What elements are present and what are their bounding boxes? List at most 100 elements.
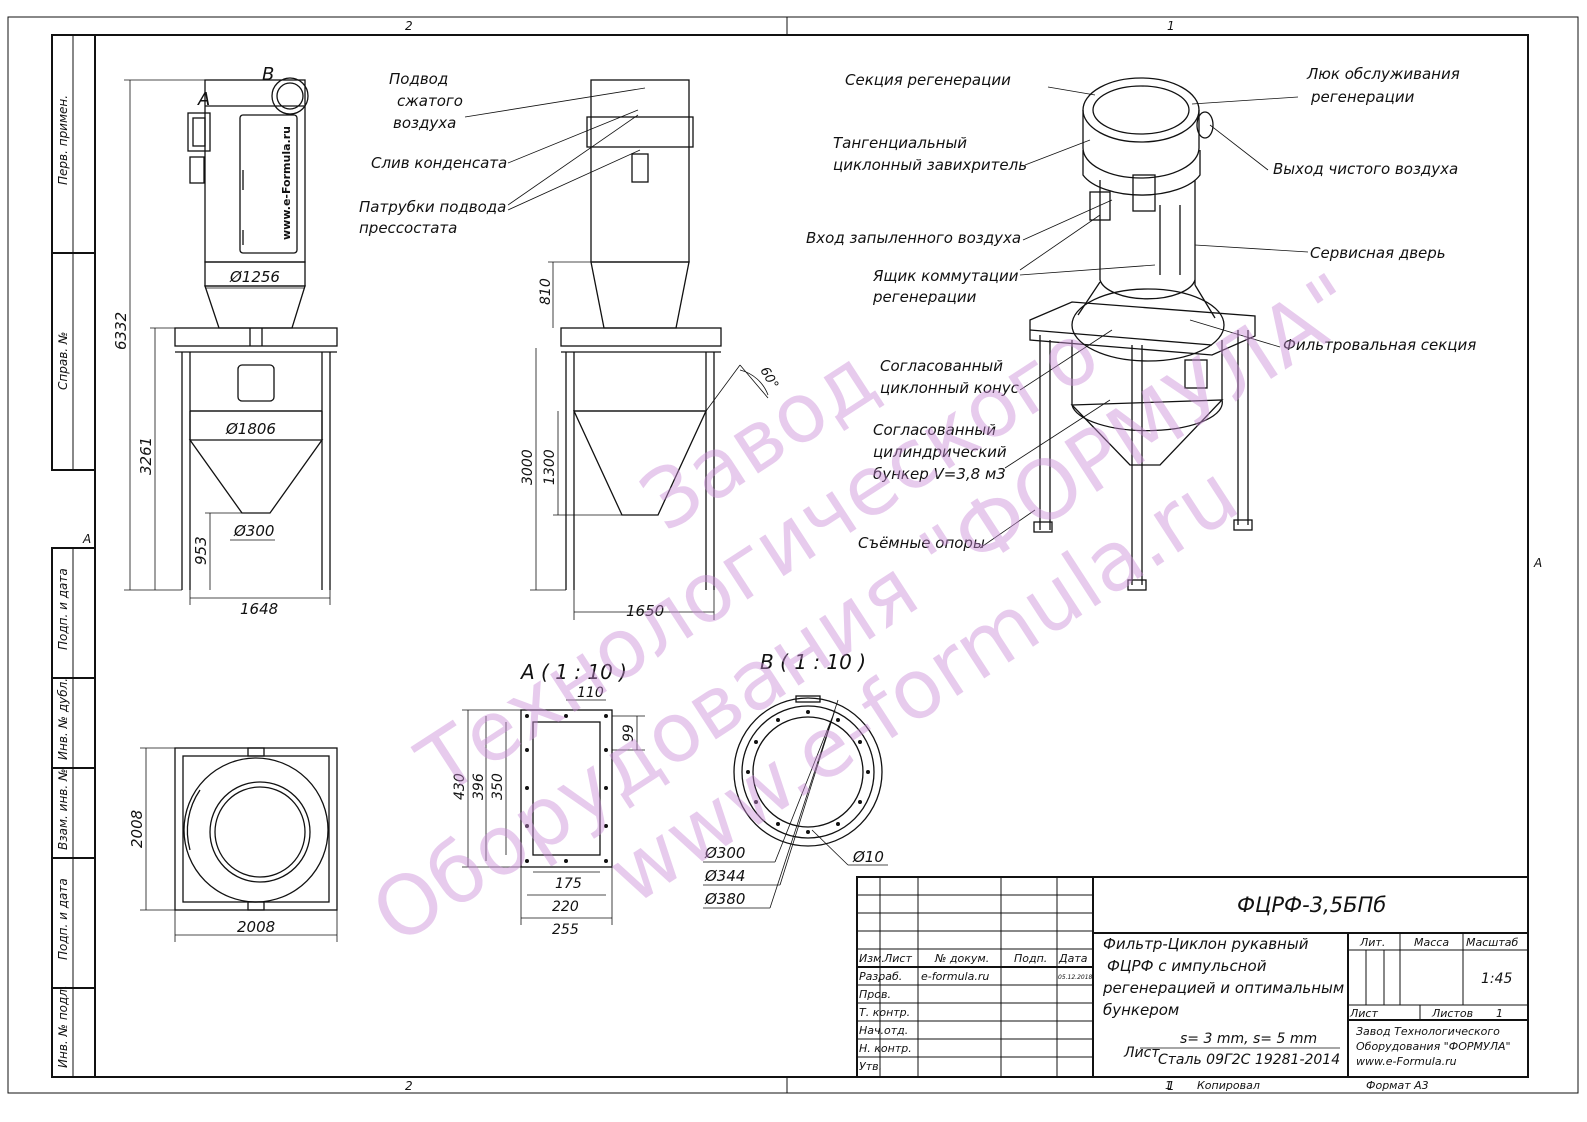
label-compressed-air-3: воздуха [393,114,456,132]
detail-b-300: Ø300 [704,844,745,862]
detail-a-255: 255 [552,922,579,938]
detail-a-430: 430 [452,773,468,800]
side-d-outlet: Ø300 [233,522,274,540]
label-compressed-air-1: Подвод [389,70,448,88]
tb-row-utv: Утв. [859,1060,882,1073]
label-supports: Съёмные опоры [858,534,985,552]
label-bunker-1: Согласованный [873,421,996,439]
side-d-hopper: Ø1806 [225,420,276,438]
isometric-view [1029,77,1256,591]
outer-frame [7,16,1579,1094]
stamp-podp-data-2: Подп. и дата [56,878,70,960]
stamp-podp-data-1: Подп. и дата [56,568,70,650]
side-view [174,77,338,590]
label-condensate: Слив конденсата [371,154,507,172]
tb-material-top: s= 3 mm, s= 5 mm [1180,1031,1317,1047]
tb-row-prov: Пров. [859,988,891,1001]
detail-a-110: 110 [577,685,604,701]
side-width: 1648 [240,600,278,618]
label-cone-1: Согласованный [880,357,1003,375]
tb-sheets-lbl: Листов [1431,1007,1473,1020]
tb-hdr-izm: Изм. [859,952,885,965]
label-dusty-air: Вход запыленного воздуха [806,229,1021,247]
label-cone-2: циклонный конус [880,379,1020,397]
zone-col-1-bottom: 1 [1167,1079,1175,1093]
detail-b-title: B ( 1 : 10 ) [760,650,866,674]
detail-a-99: 99 [621,724,637,742]
label-clean-air: Выход чистого воздуха [1273,160,1458,178]
detail-b-flange [733,695,883,847]
tb-hdr-sign: Подп. [1014,952,1047,965]
front-h-cone: 810 [538,278,554,305]
detail-a-flange [520,709,613,868]
detail-b-10: Ø10 [852,848,884,866]
detail-b-380: Ø380 [704,890,745,908]
side-mark-b: B [262,64,274,85]
tb-row-razrab: Разраб. [859,970,902,983]
tb-name-1: Фильтр-Циклон рукавный [1103,935,1309,953]
front-width: 1650 [626,602,664,620]
tb-company-3: www.e-Formula.ru [1356,1055,1457,1068]
tb-material-prefix: Лист [1123,1045,1160,1061]
tb-row-nkontr: Н. контр. [859,1042,912,1055]
zone-col-1-top: 1 [1167,19,1175,33]
side-d-top: Ø1256 [229,268,280,286]
detail-a-350: 350 [490,773,506,800]
side-h-total: 6332 [112,312,130,350]
detail-a-title: A ( 1 : 10 ) [519,660,627,684]
tb-hdr-date: Дата [1058,952,1088,965]
detail-a-holes [525,714,608,863]
tb-name-2: ФЦРФ с импульсной [1107,957,1267,975]
zone-row-a-right: A [1533,556,1542,570]
stamp-inv-dubl: Инв. № дубл. [56,678,70,760]
label-switch-box-2: регенерации [872,288,977,306]
detail-a-396: 396 [471,773,487,800]
tb-hdr-scale: Масштаб [1466,936,1518,949]
label-pressostat-2: прессостата [359,219,457,237]
stamp-vzam-inv: Взам. инв. № [56,769,70,850]
stamp-inv-podl: Инв. № подл. [56,985,70,1068]
tb-scale: 1:45 [1481,971,1513,987]
zone-col-2-bottom: 2 [405,1079,413,1093]
plan-view [174,747,338,911]
tb-hdr-mass: Масса [1414,936,1449,949]
zone-row-a-left: A [82,532,91,546]
label-filter-section: Фильтровальная секция [1283,336,1476,354]
tb-company-2: Оборудования "ФОРМУЛА" [1356,1040,1511,1053]
tb-razrab-name: e-formula.ru [921,970,989,983]
stamp-perv-primen: Перв. примен. [56,95,70,185]
label-bunker-3: бункер V=3,8 м3 [873,465,1006,483]
label-bunker-2: цилиндрический [873,443,1007,461]
tb-name-3: регенерацией и оптимальным [1102,979,1344,997]
tb-row-nachotd: Нач.отд. [859,1024,908,1037]
tb-row-tkontr: Т. контр. [859,1006,910,1019]
tb-format: Формат А3 [1366,1079,1429,1092]
detail-b-holes [746,710,870,834]
tb-copy-num: 1 [1165,1079,1172,1092]
stamp-sprav: Справ. № [56,332,70,390]
label-service-door: Сервисная дверь [1310,244,1446,262]
tb-hdr-lit: Лит. [1359,936,1385,949]
side-mark-a: A [197,89,210,110]
tb-designation: ФЦРФ-3,5БПб [1237,893,1386,917]
label-pressostat-1: Патрубки подвода [359,198,506,216]
side-h-support: 3261 [137,437,155,475]
front-h-support: 3000 [520,449,536,485]
label-swirler-1: Тангенциальный [833,134,967,152]
front-view [560,79,722,590]
zone-col-2-top: 2 [405,19,413,33]
label-hatch-1: Люк обслуживания [1306,65,1460,83]
side-brand: www.e-Formula.ru [280,126,293,240]
label-switch-box-1: Ящик коммутации [872,267,1019,285]
tb-sheets: 1 [1496,1007,1503,1020]
tb-company-1: Завод Технологического [1356,1025,1500,1038]
tb-copied: Копировал [1197,1079,1260,1092]
label-swirler-2: циклонный завихритель [833,156,1027,174]
tb-hdr-list: Лист [883,952,912,965]
tb-sheet-lbl: Лист [1349,1007,1378,1020]
tb-razrab-date: 05.12.2018 [1058,974,1093,981]
plan-width: 2008 [237,918,275,936]
detail-a-175: 175 [555,876,582,892]
plan-depth: 2008 [128,810,146,848]
tb-hdr-doc: № докум. [934,952,989,965]
